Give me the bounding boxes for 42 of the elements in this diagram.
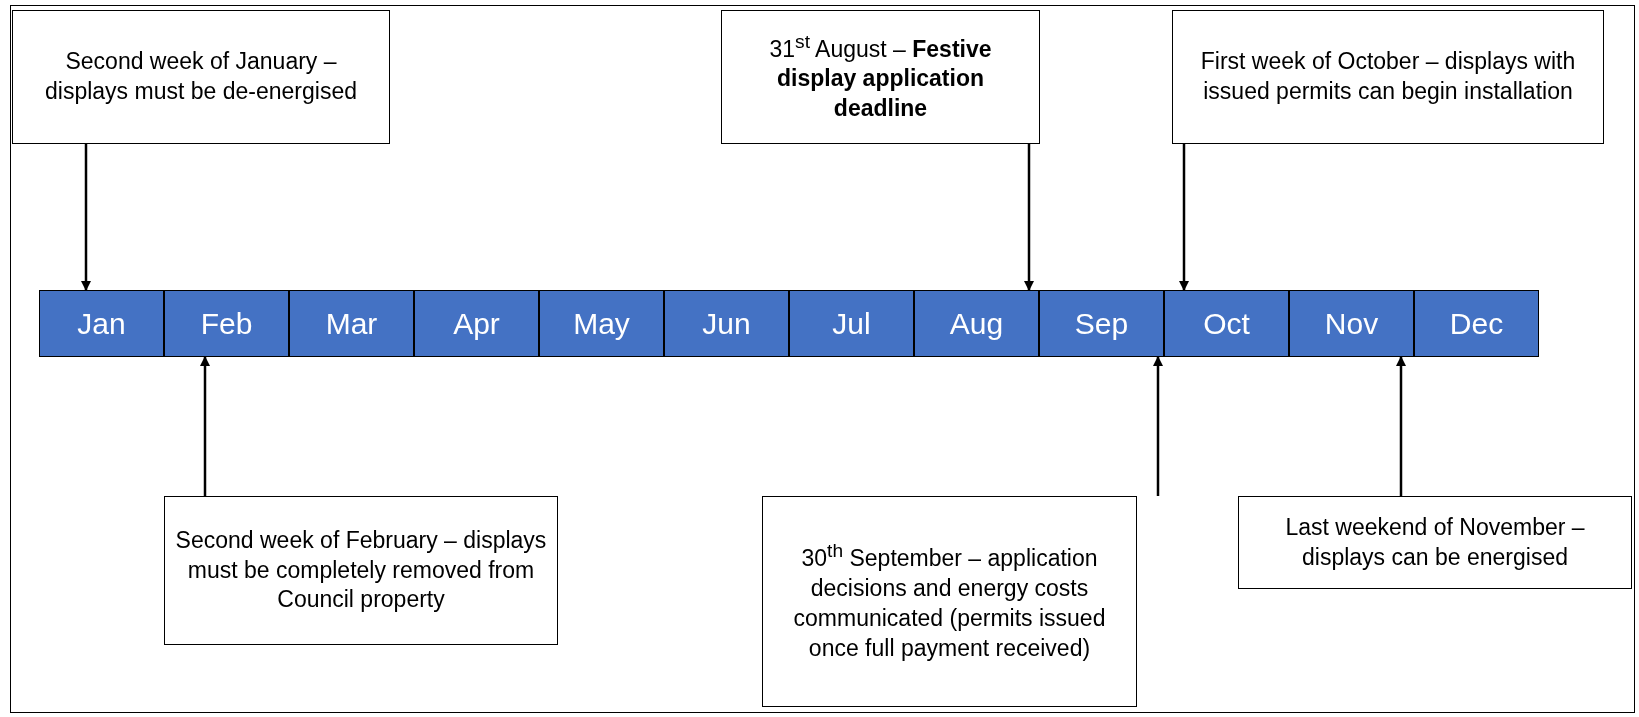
month-label: Aug <box>949 306 1004 341</box>
month-cell <box>1039 290 1164 357</box>
callout-text: Second week of February – displays must be completely removed from Council property <box>175 525 547 615</box>
arrow <box>1396 356 1406 496</box>
month-cell <box>289 290 414 357</box>
arrow <box>81 144 91 291</box>
callout-box <box>164 496 558 645</box>
month-cell <box>39 290 164 357</box>
callout-box <box>1238 496 1632 589</box>
month-cell <box>1164 290 1289 357</box>
callout-box <box>762 496 1137 707</box>
month-label: Jan <box>77 306 126 341</box>
month-cell <box>164 290 289 357</box>
arrow <box>1024 144 1034 291</box>
callout-text: Last weekend of November – displays can be energised <box>1284 512 1586 572</box>
month-label: Mar <box>325 306 378 341</box>
callout-box <box>12 10 390 144</box>
month-label: Jul <box>832 306 871 341</box>
arrow <box>1179 144 1189 291</box>
month-label: Sep <box>1074 306 1129 341</box>
callout-text: First week of October – displays with issued permits can begin installation <box>1199 47 1577 106</box>
month-cell <box>664 290 789 357</box>
month-label: Dec <box>1449 306 1504 341</box>
month-cell <box>414 290 539 357</box>
month-cell <box>1414 290 1539 357</box>
month-label: Oct <box>1203 306 1250 341</box>
month-cell <box>789 290 914 357</box>
month-label: Apr <box>453 306 500 341</box>
month-label: Jun <box>702 306 751 341</box>
month-cell <box>914 290 1039 357</box>
arrow <box>1153 356 1163 496</box>
month-label: Feb <box>200 306 253 341</box>
arrow <box>200 356 210 496</box>
callout-box <box>721 10 1040 144</box>
callout-box <box>1172 10 1604 144</box>
callout-text: Second week of January – displays must be de-energised <box>44 47 358 106</box>
month-label: Nov <box>1324 306 1379 341</box>
callout-text: 31$^{st}$ August – Festive display application deadline <box>768 29 993 124</box>
callout-text: 30$^{th}$ September – application decisions and energy costs communicated (permits issued once full payment received) <box>792 539 1107 663</box>
month-cell <box>1289 290 1414 357</box>
month-label: May <box>573 306 630 341</box>
month-cell <box>539 290 664 357</box>
